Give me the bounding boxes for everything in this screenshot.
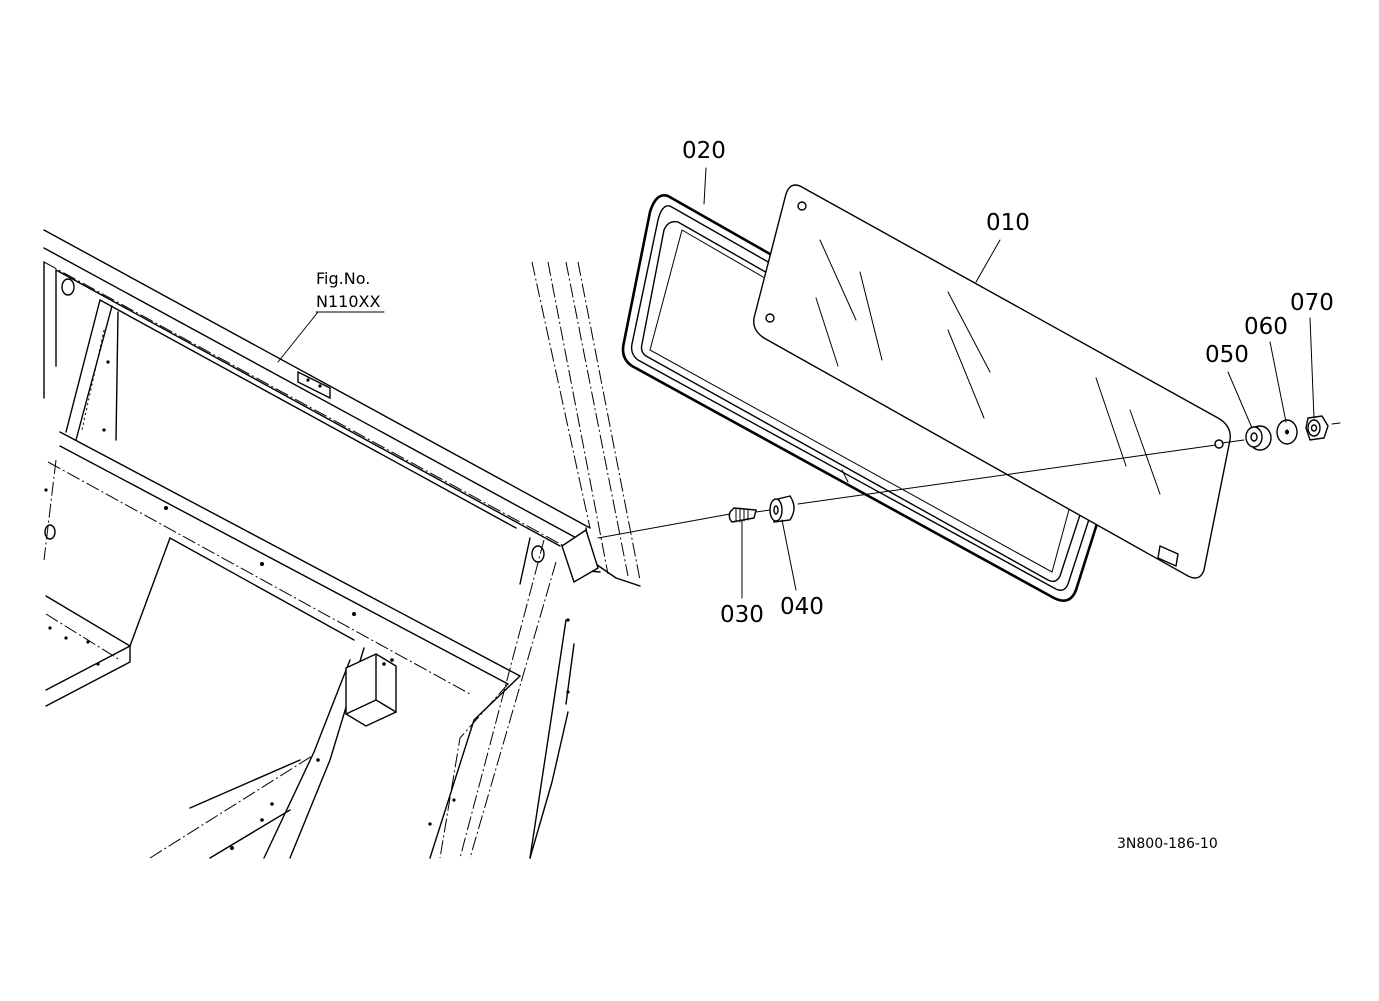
part-050-bushing — [1245, 425, 1272, 451]
label-050: 050 — [1205, 342, 1249, 368]
fig-no-caption: Fig.No. — [316, 269, 370, 288]
label-020: 020 — [682, 138, 726, 164]
part-030-stud — [728, 507, 757, 523]
label-030: 030 — [720, 602, 764, 628]
part-010-glass-panel — [753, 184, 1231, 579]
label-070: 070 — [1290, 290, 1334, 316]
label-010: 010 — [986, 210, 1030, 236]
leader-lines — [277, 167, 1341, 599]
label-060: 060 — [1244, 314, 1288, 340]
label-040: 040 — [780, 594, 824, 620]
part-labels: 020 010 070 060 050 030 040 Fig.No. N110… — [316, 138, 1334, 852]
cab-frame — [43, 229, 641, 859]
part-040-spacer — [769, 495, 795, 523]
part-070-nut — [1305, 415, 1329, 441]
part-060-washer — [1276, 419, 1298, 445]
fig-no-value: N110XX — [316, 292, 380, 311]
drawing-number: 3N800-186-10 — [1117, 836, 1218, 852]
